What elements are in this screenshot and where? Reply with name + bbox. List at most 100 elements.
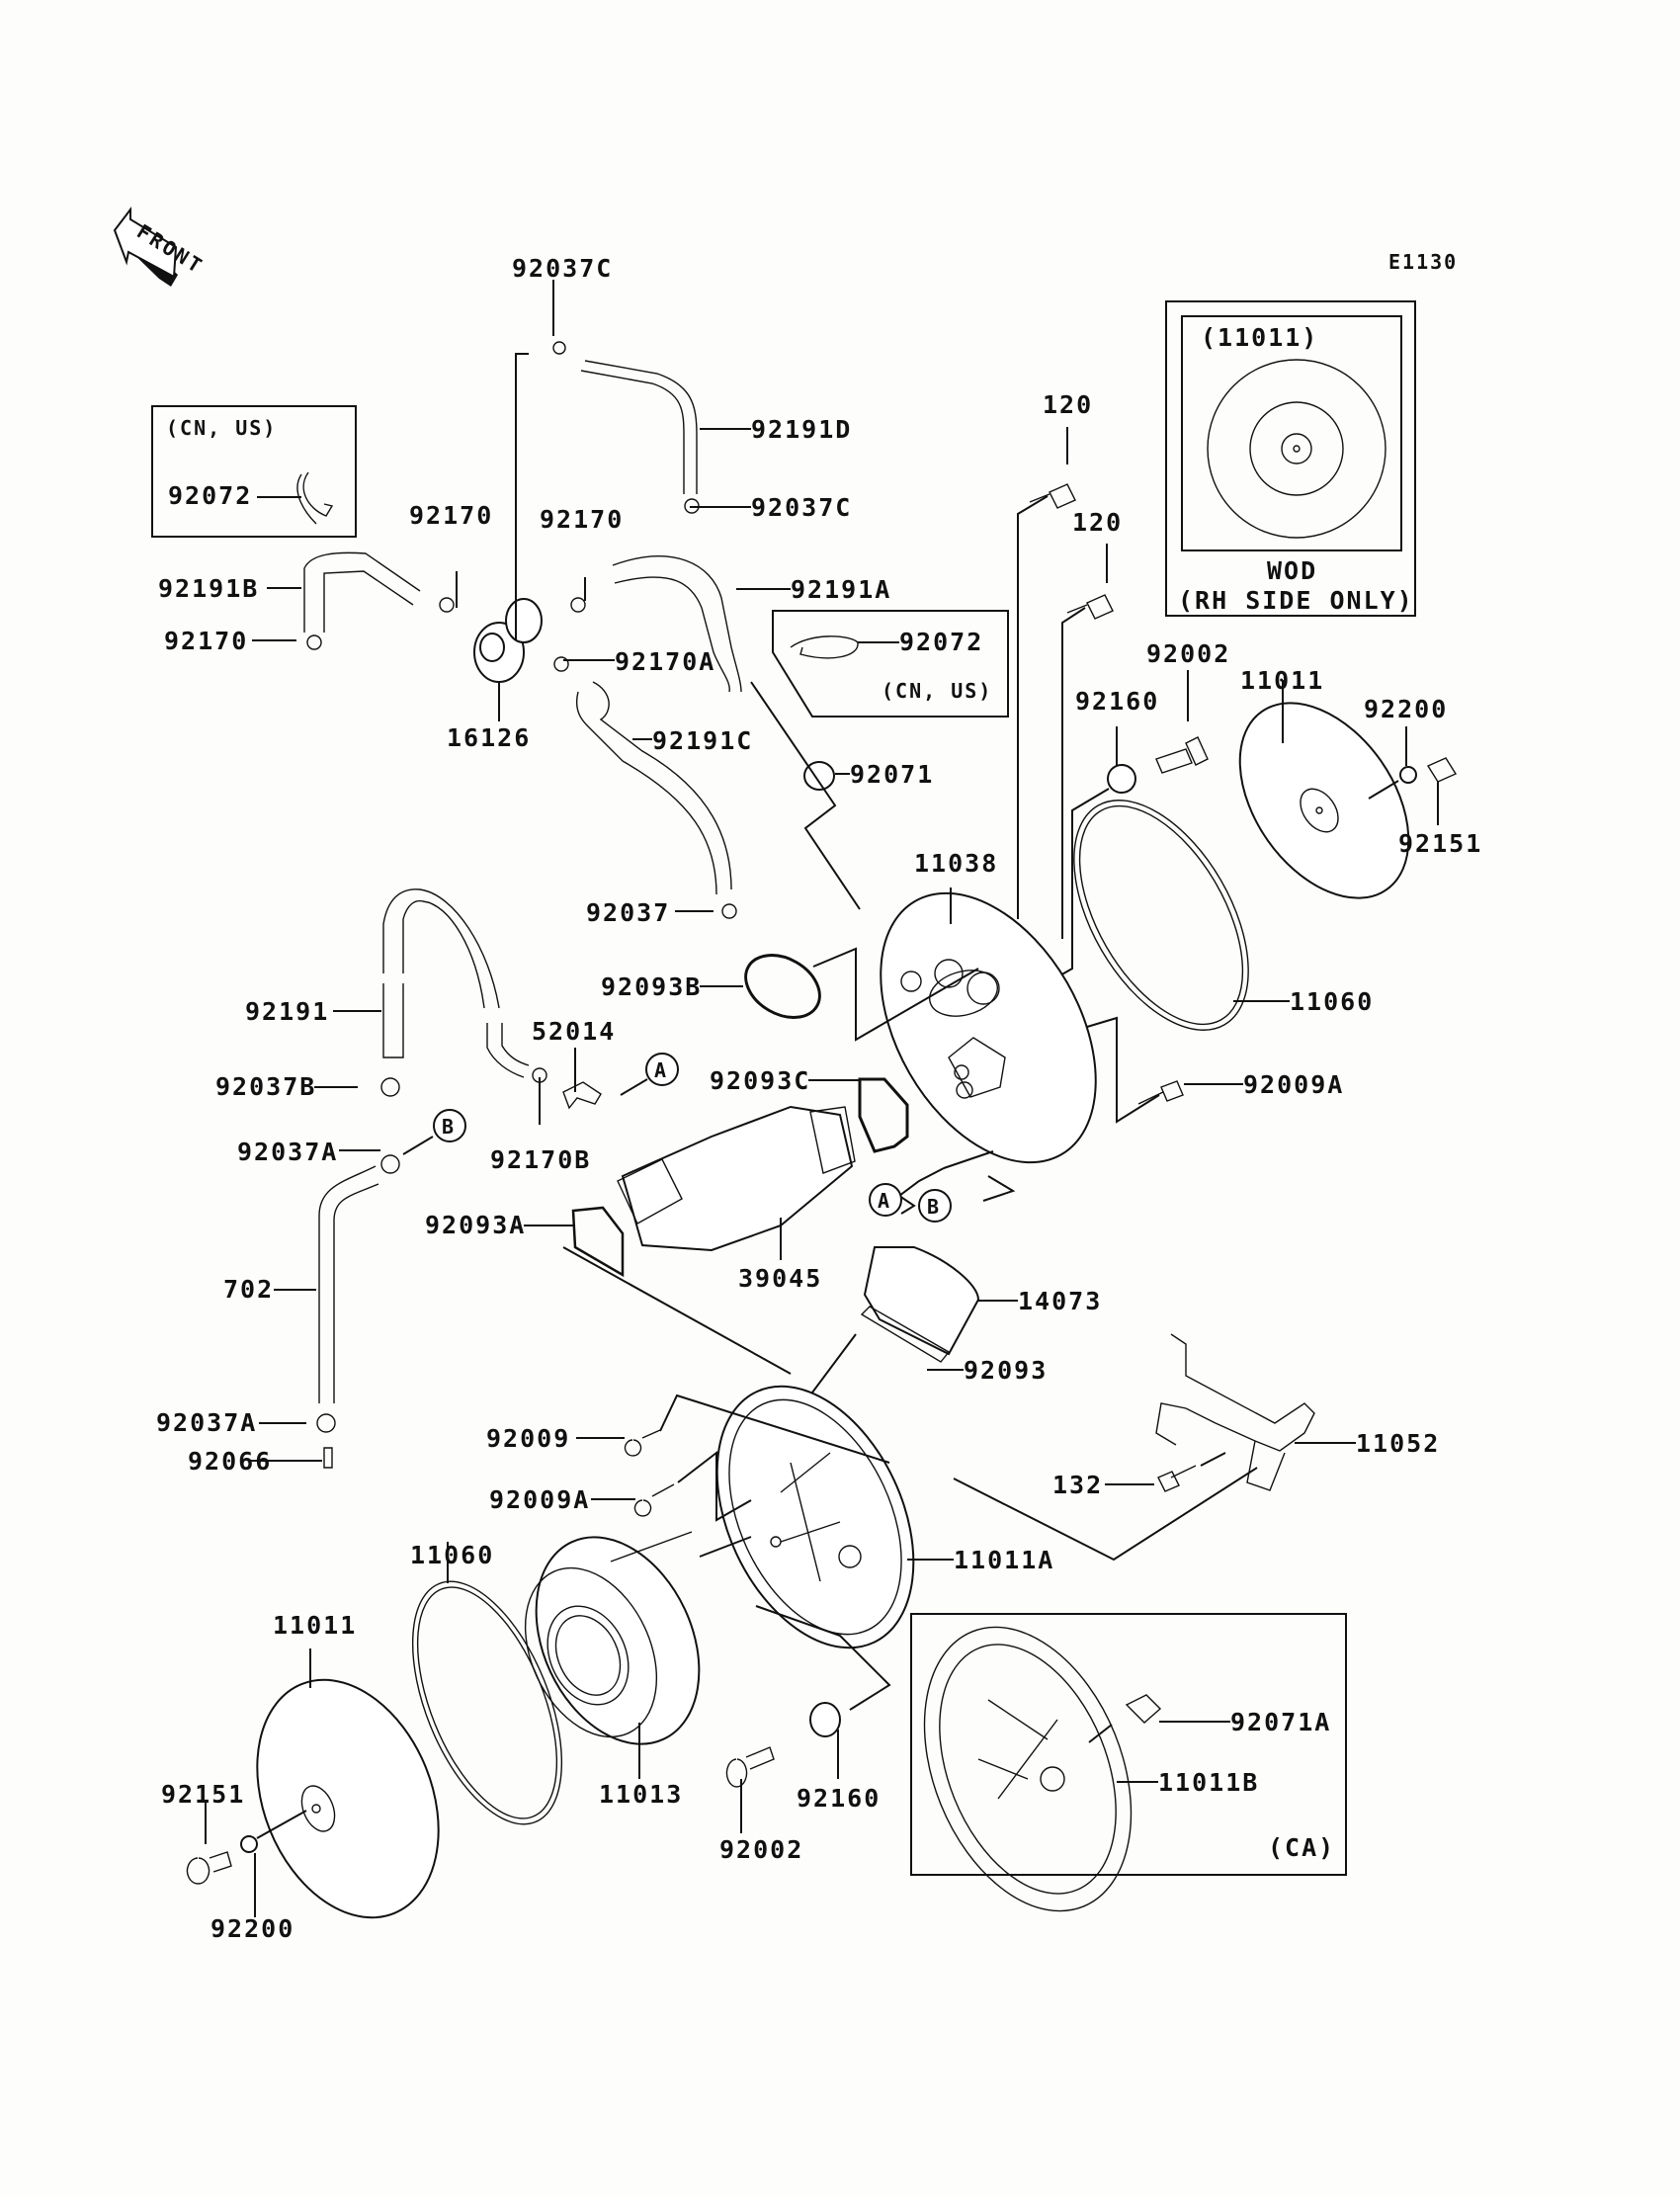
callout-92200: 92200 [1364, 695, 1448, 723]
grommet-icon [803, 761, 835, 791]
callout-92037C: 92037C [512, 254, 613, 283]
grommet-icon [956, 1081, 973, 1099]
connector-b [433, 1109, 466, 1142]
callout-92093A: 92093A [425, 1211, 526, 1239]
callout-92093: 92093 [964, 1356, 1048, 1385]
callout-92071A: 92071A [1230, 1708, 1331, 1736]
clamp-icon [306, 341, 737, 919]
callout-92009: 92009 [486, 1424, 570, 1453]
connector-a-label: A [654, 1058, 668, 1082]
callout-39045: 39045 [738, 1264, 822, 1293]
callout-11011: 11011 [1240, 666, 1324, 695]
callout-92037A: 92037A [237, 1138, 338, 1166]
inset-wod-caption: WOD [1267, 556, 1317, 585]
collar-icon [809, 1702, 841, 1737]
bolt-icon [186, 1851, 232, 1885]
inset-wod-subcaption: (RH SIDE ONLY) [1178, 586, 1414, 615]
callout-92170: 92170 [409, 501, 493, 530]
callout-11052: 11052 [1356, 1429, 1440, 1458]
washer-icon [240, 1835, 258, 1853]
screw-icon [1137, 1080, 1184, 1105]
connector-b-label: B [927, 1195, 941, 1219]
bolt-icon [1157, 1465, 1197, 1492]
hose-assembly-top [252, 280, 861, 919]
callout-92191A: 92191A [791, 575, 891, 604]
callout-14073: 14073 [1018, 1287, 1102, 1315]
clamp-icon [790, 635, 859, 659]
gasket-92093A [571, 1206, 625, 1278]
gasket-ring [1073, 800, 1249, 1031]
diagram-code: E1130 [1388, 250, 1458, 274]
callout-11060: 11060 [410, 1541, 494, 1569]
callout-92002: 92002 [719, 1835, 803, 1864]
callout-11011B: 11011B [1158, 1768, 1259, 1797]
callout-92170: 92170 [540, 505, 624, 534]
callout-11013: 11013 [599, 1780, 683, 1809]
callout-92009A: 92009A [489, 1485, 590, 1514]
callout-92191D: 92191D [751, 415, 852, 444]
bolt-icon [1155, 736, 1209, 774]
callout-92037A: 92037A [156, 1408, 257, 1437]
callout-92066: 92066 [188, 1447, 272, 1476]
callout-92037: 92037 [586, 898, 670, 927]
callout-92151: 92151 [1398, 829, 1482, 858]
gasket-92093B [744, 954, 821, 1019]
connector-a-label: A [878, 1189, 891, 1213]
gasket-92093C [858, 1077, 909, 1153]
air-cleaner-lower [186, 1531, 701, 1919]
callout-120: 120 [1072, 508, 1123, 537]
callout-11060: 11060 [1290, 987, 1374, 1016]
bolt-icon [725, 1746, 775, 1788]
filter-element-11013 [535, 1536, 701, 1745]
bolt-icon [1426, 757, 1458, 783]
screw-icon [624, 1429, 661, 1457]
callout-92160: 92160 [1075, 687, 1159, 716]
callout-11011A: 11011A [954, 1546, 1054, 1574]
inset-region-label: (CN, US) [882, 679, 992, 703]
washer-icon [1399, 766, 1417, 784]
inset-region-label: (CN, US) [166, 416, 277, 440]
base-11011A [576, 1385, 954, 1711]
bolt-icon [1066, 594, 1114, 620]
callout-92071: 92071 [850, 760, 934, 789]
collar-icon [1107, 764, 1136, 794]
callout-92037B: 92037B [215, 1072, 316, 1101]
callout-92191: 92191 [245, 997, 329, 1026]
callout-120: 120 [1043, 390, 1093, 419]
clamp-icon [316, 1413, 336, 1433]
connector-a [869, 1183, 902, 1217]
front-arrow-icon: FRONT [113, 207, 209, 287]
screw-icon [633, 1483, 675, 1517]
callout-92170A: 92170A [615, 647, 715, 676]
callout-702: 702 [223, 1275, 274, 1304]
callout-92191B: 92191B [158, 574, 259, 603]
clamp-icon [532, 1067, 547, 1083]
elbow-fitting-icon [562, 1081, 602, 1110]
clamp-icon [380, 1077, 400, 1097]
callout-92072: 92072 [168, 481, 252, 510]
hose-assembly-left: A B [249, 888, 679, 1469]
callout-16126: 16126 [447, 723, 531, 752]
connector-a [645, 1053, 679, 1086]
bolt-icon [1029, 483, 1076, 509]
callout-92200: 92200 [210, 1914, 294, 1943]
callout-92093C: 92093C [710, 1066, 810, 1095]
callout-92191C: 92191C [652, 726, 753, 755]
callout-52014: 52014 [532, 1017, 616, 1046]
callout-92093B: 92093B [601, 972, 702, 1001]
callout-92037C: 92037C [751, 493, 852, 522]
callout-132: 132 [1052, 1471, 1103, 1499]
callout-92072: 92072 [899, 628, 983, 656]
connector-b [918, 1189, 952, 1223]
callout-92002: 92002 [1146, 639, 1230, 668]
elbow-fitting-icon [1125, 1694, 1162, 1724]
backplate-11038 [880, 887, 1097, 1164]
callout-11011: 11011 [273, 1611, 357, 1640]
callout-92170: 92170 [164, 627, 248, 655]
inset-cnus-left: (CN, US) 92072 [151, 405, 357, 538]
clamp-icon [296, 471, 334, 525]
inset-wod: (11011) WOD (RH SIDE ONLY) [1165, 300, 1416, 617]
air-cleaner-upper [1017, 427, 1458, 1124]
bracket-11052 [1155, 1333, 1315, 1491]
